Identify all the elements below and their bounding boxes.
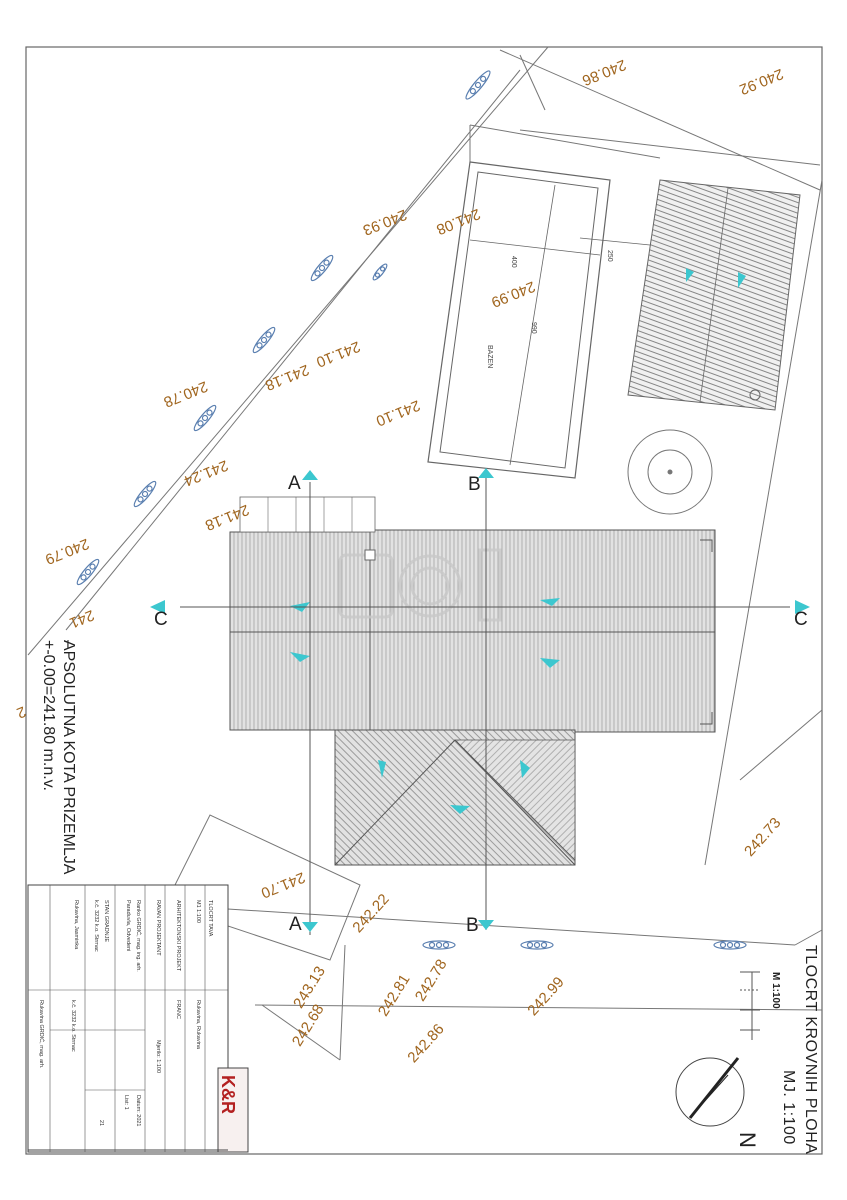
elevation-10: 241.24 (182, 456, 231, 489)
tb-line-11: List: 1 (123, 1095, 129, 1110)
absolute-level-note: APSOLUTNA KOTA PRIZEMLJA +-0.00=241.80 m… (40, 640, 77, 875)
pool-dim-c: 990 (530, 322, 537, 334)
tb-line-10: Datum: 2021 (135, 1095, 141, 1127)
elevation-21: 242.78 (412, 956, 451, 1004)
tb-line-2: M1 1:100 (195, 900, 201, 923)
drawing-title: TLOCRT KROVNIH PLOHA MJ. 1:100 (780, 945, 819, 1154)
utility-line-symbols (76, 70, 747, 950)
round-feature (627, 429, 713, 515)
section-label-a-bottom: A (289, 914, 302, 935)
pool-dim-b: 250 (606, 250, 613, 262)
scale-text: MJ. 1:100 (780, 1070, 797, 1145)
elevation-7: 241.18 (263, 361, 312, 394)
elevation-18: 243.13 (290, 963, 329, 1011)
section-label-a-top: A (288, 473, 301, 494)
elevation-5: 240.99 (489, 278, 538, 311)
tb-line-6: Paraduvla, Odvedeni (125, 900, 131, 951)
tb-line-1: TLOCRT TAVA (207, 900, 213, 937)
tb-line-15: Mjerilo: 1:100 (155, 1040, 161, 1073)
section-markers: A A B B C C (150, 468, 810, 936)
tb-line-14: FRANC (175, 1000, 181, 1019)
pool-label: BAZEN (486, 345, 493, 368)
roof-slope-arrows (290, 598, 560, 814)
section-label-c-right: C (794, 609, 808, 630)
tb-line-7: STAN GRADNJE (103, 900, 109, 942)
tb-line-9: Rukavina, Jasminka (73, 900, 79, 950)
bar-scale-label: M 1:100 (770, 972, 781, 1009)
property-boundary (27, 46, 823, 1061)
pool: 400 250 990 BAZEN (427, 161, 651, 479)
elevation-8: 240.78 (161, 377, 210, 410)
elevation-1: 240.86 (580, 56, 629, 89)
title-text: TLOCRT KROVNIH PLOHA (802, 945, 819, 1154)
roof-plan (229, 496, 716, 866)
elevation-23: 242.86 (404, 1021, 447, 1066)
elevation-2: 240.92 (737, 65, 786, 98)
elevation-22: 242.99 (524, 974, 567, 1019)
elevation-9: 241.10 (374, 396, 423, 429)
north-arrow: N (675, 1057, 760, 1148)
bar-scale: M 1:100 (740, 971, 781, 1040)
elevation-4: 241.08 (434, 205, 483, 238)
north-label: N (735, 1132, 760, 1148)
elevation-15: 242.73 (741, 814, 784, 859)
title-block: K&R TLOCRT TAVA M1 1:100 ARHITEKTONSKI P… (27, 884, 249, 1153)
elevation-13: 241 (67, 606, 97, 631)
tb-line-5: Ranko GRDIĆ, mag. ing. arh. (135, 900, 142, 972)
tb-line-3: ARHITEKTONSKI PROJEKT (175, 900, 181, 972)
tb-line-12: 21 (98, 1120, 104, 1126)
sheet-border (25, 46, 823, 1155)
elevation-16: 241.70 (259, 868, 308, 901)
elevation-20: 242.81 (375, 971, 414, 1019)
elevation-12: 240.79 (43, 535, 92, 568)
elevation-19: 242.68 (289, 1001, 328, 1049)
tb-line-17: Rukavina GRDIĆ, mag. arh. (38, 1000, 45, 1069)
absolute-level-line2: +-0.00=241.80 m.n.v. (40, 640, 57, 791)
section-label-c-left: C (154, 609, 168, 630)
section-label-b-bottom: B (466, 915, 479, 936)
company-logo: K&R (218, 1075, 238, 1114)
elevation-6: 241.10 (314, 338, 363, 371)
absolute-level-line1: APSOLUTNA KOTA PRIZEMLJA (60, 640, 77, 875)
terrace-deck (627, 179, 801, 411)
tb-line-16: k.č. 3232 k.o. Strmac (70, 1000, 76, 1052)
tb-line-4: RAVAN PROJEKTANT (155, 900, 161, 956)
pool-dim-a: 400 (510, 256, 517, 268)
tb-line-8: k.č. 3232 k.o. Strmac (93, 900, 99, 952)
section-label-b-top: B (468, 474, 481, 495)
elevation-17: 242.22 (349, 891, 392, 936)
tb-line-13: Rukavina, Rukavina (195, 1000, 201, 1050)
elevation-3: 240.93 (360, 206, 409, 239)
